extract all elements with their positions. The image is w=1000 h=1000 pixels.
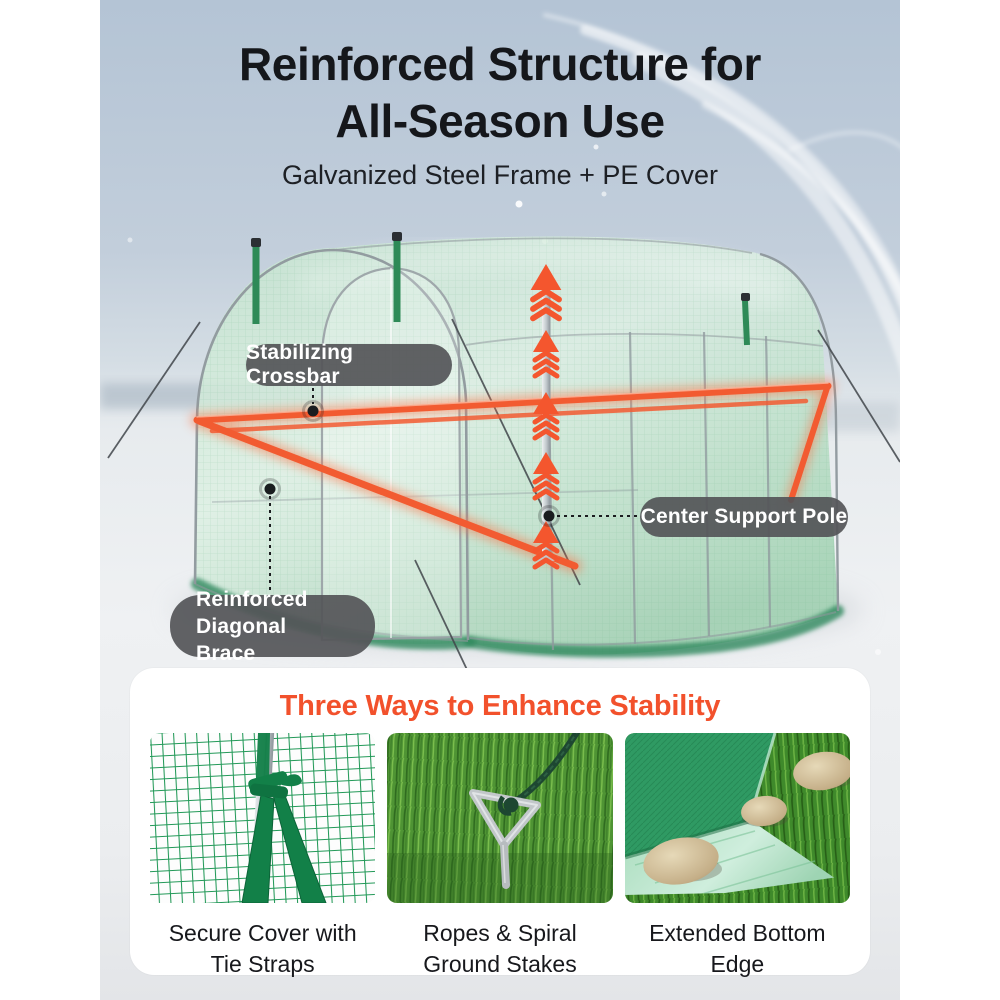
- greenhouse-cover: [195, 236, 838, 655]
- tie-straps-photo: [150, 733, 376, 903]
- photo-row: [150, 733, 850, 903]
- caption-line: Secure Cover with: [168, 920, 357, 946]
- callout-reinforced-diagonal-brace: Reinforced Diagonal Brace: [170, 588, 375, 665]
- callout-label: Center Support Pole: [640, 505, 848, 528]
- stability-card: Three Ways to Enhance Stability: [130, 668, 870, 977]
- caption-line: Ropes & Spiral: [423, 920, 577, 946]
- caption-line: Ground Stakes: [423, 951, 577, 977]
- wind-swoosh: [543, 13, 900, 371]
- page-title-line1: Reinforced Structure for: [238, 38, 762, 90]
- caption-bottom-edge: Extended Bottom Edge: [625, 918, 850, 980]
- caption-row: Secure Cover with Tie Straps Ropes & Spi…: [150, 918, 850, 980]
- guy-ropes: [107, 318, 900, 677]
- header: Reinforced Structure for All-Season Use …: [100, 36, 900, 191]
- caption-tie-straps: Secure Cover with Tie Straps: [150, 918, 375, 980]
- caption-line: Tie Straps: [210, 951, 315, 977]
- rear-diagonal-brace: [788, 385, 830, 503]
- page-title-line2: All-Season Use: [335, 95, 665, 147]
- page-subtitle: Galvanized Steel Frame + PE Cover: [282, 160, 718, 190]
- caption-line: Extended Bottom: [649, 920, 826, 946]
- callout-stabilizing-crossbar: Stabilizing Crossbar: [246, 341, 452, 388]
- callout-connectors: [269, 388, 642, 592]
- front-door: [320, 266, 463, 642]
- stability-card-heading: Three Ways to Enhance Stability: [279, 690, 721, 722]
- upward-arrows: [530, 264, 562, 570]
- callout-center-support-pole: Center Support Pole: [640, 497, 848, 537]
- caption-ground-stakes: Ropes & Spiral Ground Stakes: [387, 918, 612, 980]
- stabilizing-crossbar: [193, 382, 832, 434]
- ground-stakes-photo: [387, 733, 613, 903]
- callout-label: Reinforced Diagonal Brace: [196, 587, 308, 665]
- bottom-edge-photo: [624, 733, 850, 903]
- callout-anchor-dots: [259, 400, 560, 527]
- caption-line: Edge: [710, 951, 765, 977]
- roll-up-straps: [251, 232, 750, 346]
- front-diagonal-brace: [195, 417, 579, 570]
- callout-label: Stabilizing Crossbar: [246, 341, 354, 388]
